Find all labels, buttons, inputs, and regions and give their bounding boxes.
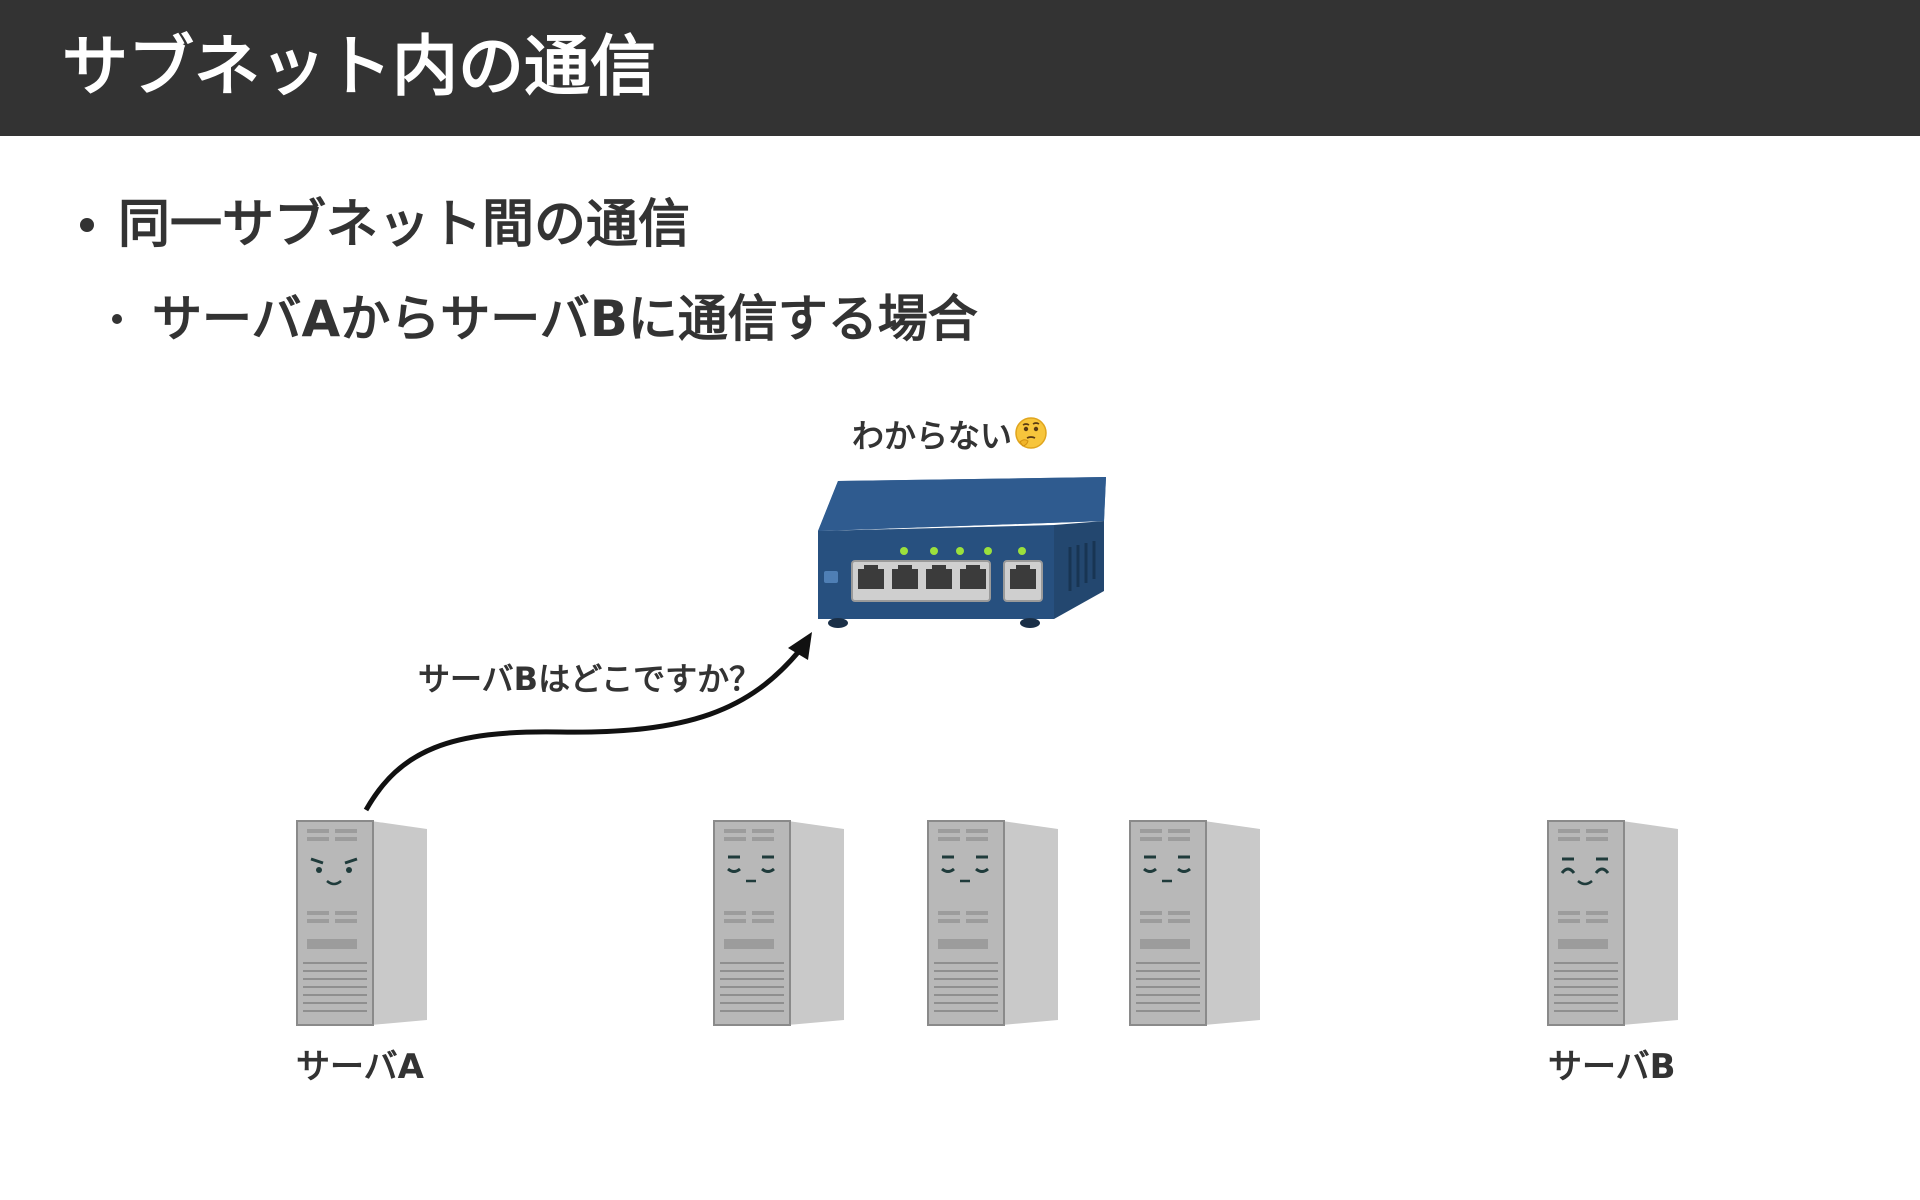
server-a-tower [293, 815, 431, 1030]
server-b-label: サーバB [1548, 1047, 1676, 1087]
switch-label-text: わからない [852, 417, 1013, 455]
request-label: サーバBはどこですか？ [418, 660, 762, 698]
server-icon [296, 820, 427, 1026]
network-switch [818, 477, 1106, 628]
server-icon [1129, 820, 1260, 1026]
server-b-tower [1544, 815, 1682, 1030]
server-tower [710, 815, 848, 1030]
switch-label: わからない [852, 414, 1048, 461]
server-tower [924, 815, 1062, 1030]
bullet-item-level2: サーバAからサーバBに通信する場合 [112, 284, 978, 354]
slide-header: サブネット内の通信 [0, 0, 1920, 136]
server-icon [927, 820, 1058, 1026]
server-a-label: サーバA [296, 1047, 424, 1087]
server-tower [1126, 815, 1264, 1030]
bullet-text: 同一サブネット間の通信 [118, 195, 691, 255]
bullet-dot [80, 218, 94, 232]
bullet-dot [112, 314, 122, 324]
slide-title: サブネット内の通信 [62, 28, 656, 105]
thinking-face-icon [1014, 416, 1048, 461]
server-icon [713, 820, 844, 1026]
bullet-text: サーバAからサーバBに通信する場合 [152, 290, 978, 348]
request-arrow [363, 632, 812, 812]
server-icon [1547, 820, 1678, 1026]
bullet-item-level1: 同一サブネット間の通信 [80, 190, 690, 260]
